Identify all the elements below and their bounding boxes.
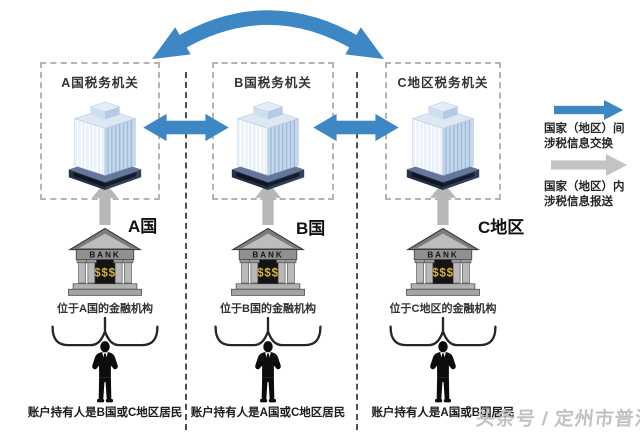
column-separator-b-c (356, 72, 358, 430)
account-holder-label-a: 账户持有人是B国或C地区居民 (27, 407, 183, 419)
region-label-a: A国 (128, 217, 158, 236)
institution-label-c: 位于C地区的金融机构 (389, 303, 497, 315)
account-holder-icon-b (255, 341, 281, 403)
legend-report-line1: 国家（地区）内 (544, 181, 625, 193)
institution-label-a: 位于A国的金融机构 (57, 303, 153, 315)
legend-exchange-arrow-icon (554, 100, 624, 120)
column-separator-a-b (185, 72, 187, 430)
legend-report-label: 国家（地区）内 涉税信息报送 (544, 180, 625, 210)
watermark: 头条号 / 定州市普法 (474, 409, 640, 430)
legend-exchange-line1: 国家（地区）间 (544, 123, 625, 135)
account-holder-label-b: 账户持有人是A国或C地区居民 (190, 407, 346, 419)
legend-exchange-label: 国家（地区）间 涉税信息交换 (544, 122, 625, 152)
account-holder-label-c: 账户持有人是A国或B国居民 (371, 407, 515, 419)
region-label-c: C地区 (478, 218, 525, 237)
account-holder-icon-a (92, 341, 118, 403)
institution-label-b: 位于B国的金融机构 (220, 303, 316, 315)
tax-authority-title-a: A国税务机关 (61, 76, 139, 90)
office-building-icon-a (61, 94, 149, 194)
office-building-icon-c (399, 94, 487, 194)
region-label-b: B国 (296, 219, 326, 238)
exchange-arrow-a-b (143, 113, 229, 142)
curved-exchange-arrow-a-c (152, 10, 384, 60)
bank-icon-c (405, 227, 481, 297)
legend-exchange-line2: 涉税信息交换 (544, 138, 613, 150)
office-building-icon-b (224, 94, 312, 194)
bank-icon-a (67, 227, 143, 297)
account-holder-icon-c (430, 341, 456, 403)
exchange-arrow-b-c (313, 113, 399, 142)
tax-authority-title-c: C地区税务机关 (397, 76, 489, 90)
legend-report-line2: 涉税信息报送 (544, 196, 613, 208)
legend-report-arrow-icon (551, 154, 628, 176)
tax-authority-title-b: B国税务机关 (234, 76, 312, 90)
